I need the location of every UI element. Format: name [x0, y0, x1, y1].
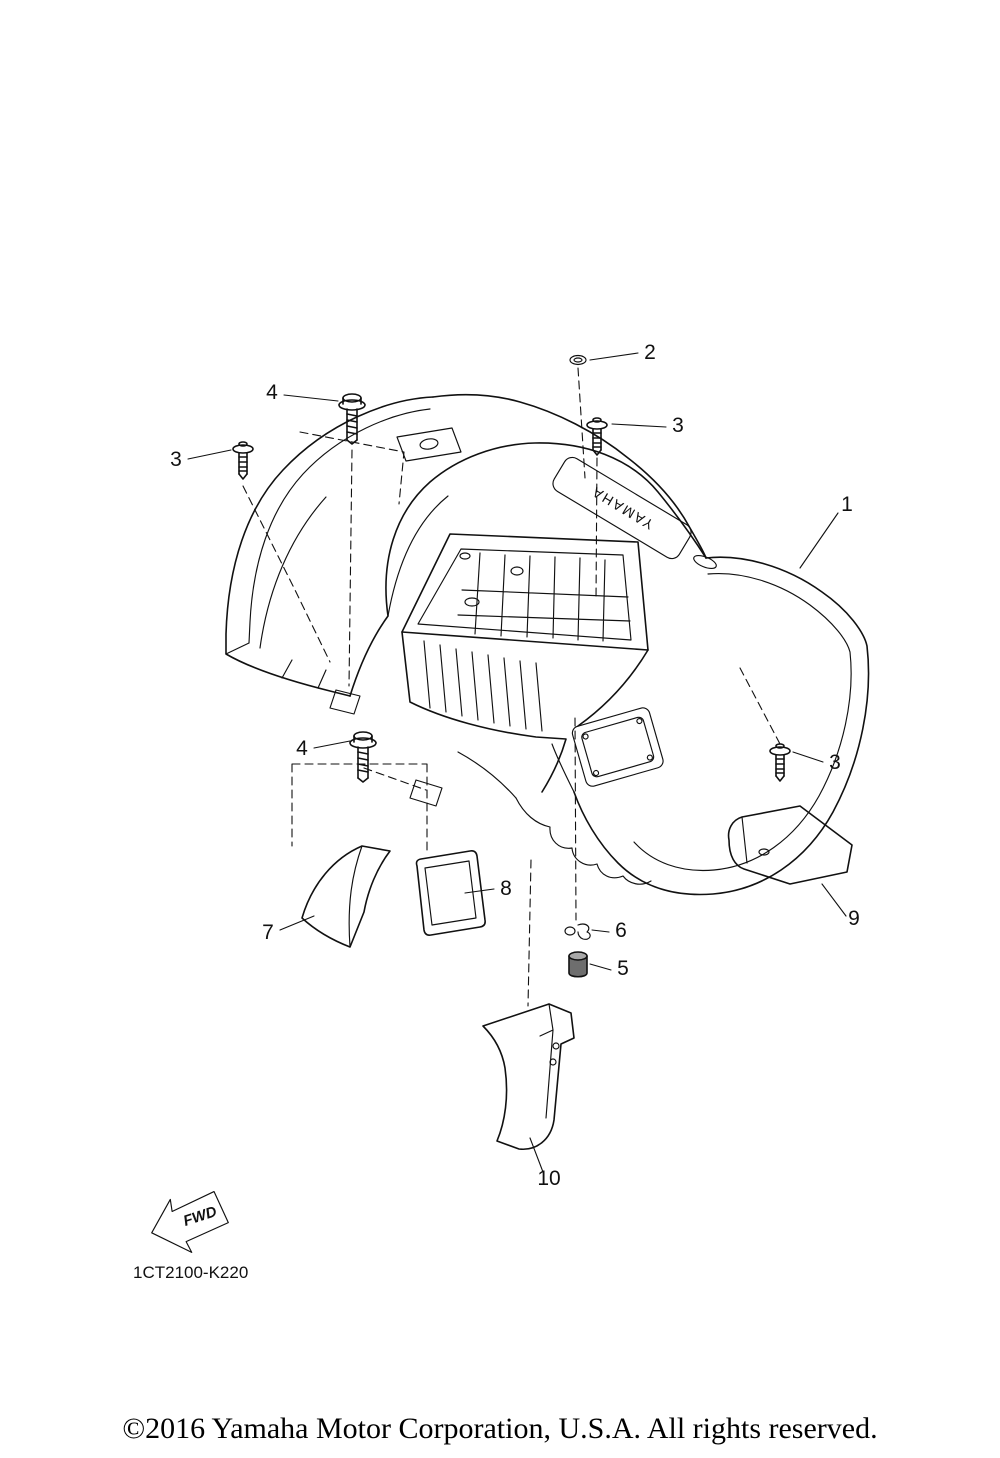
panel-item-8: [415, 850, 486, 936]
callout-numbers: 2 4 3 3 1 4 3 8 7 6 5 9 10: [170, 341, 860, 1190]
callout-4-mid: 4: [296, 737, 308, 760]
clip-item-6: [564, 923, 591, 940]
center-bowl-inner-contour: [387, 495, 449, 617]
tray-hole-a: [464, 597, 480, 607]
tray-front-face: [401, 631, 649, 793]
fwd-arrow-icon: [151, 1190, 229, 1253]
callout-7: 7: [262, 921, 274, 944]
yamaha-logo-text: YAMAHA: [588, 483, 656, 533]
tray-hole-b: [510, 566, 524, 576]
mount-tab-left: [329, 689, 361, 715]
callout-3-top: 3: [672, 414, 684, 437]
callout-9: 9: [848, 907, 860, 930]
callout-3-left: 3: [170, 448, 182, 471]
left-wing-hole: [419, 438, 439, 450]
tray-hole-c: [459, 552, 471, 560]
callout-10: 10: [537, 1167, 560, 1190]
mud-flap-item-9: [727, 805, 853, 885]
right-wing-hole: [693, 554, 717, 570]
center-bowl-rim: [349, 442, 707, 697]
left-wing-inner-edge: [248, 408, 431, 644]
construction-lines: [242, 367, 781, 1007]
fwd-label: FWD: [181, 1203, 219, 1230]
left-wing-recess: [396, 427, 462, 462]
under-skirt-edge: [457, 743, 575, 799]
callout-3-right: 3: [829, 751, 841, 774]
yamaha-logo-band: YAMAHA: [552, 456, 692, 560]
callout-5: 5: [617, 957, 629, 980]
push-rivet-right: [769, 743, 791, 782]
right-wing-inner-edge: [633, 572, 852, 872]
copyright-notice: ©2016 Yamaha Motor Corporation, U.S.A. A…: [122, 1412, 878, 1445]
callout-6: 6: [615, 919, 627, 942]
callout-8: 8: [500, 877, 512, 900]
left-wing-bottom-steps: [225, 642, 327, 689]
mount-tab-front: [409, 779, 443, 807]
callout-4-top: 4: [266, 381, 278, 404]
callout-2: 2: [644, 341, 656, 364]
tray-rib-lines: [457, 552, 631, 642]
rear-deck-top-edge: [432, 393, 707, 559]
washer-item-2: [569, 354, 587, 366]
right-wing-access-panel: [571, 707, 664, 787]
tray-inner-rim: [417, 548, 632, 641]
storage-tray: [401, 533, 649, 793]
callout-1: 1: [841, 493, 853, 516]
callout-leader-lines: [187, 352, 847, 1173]
left-wing-outer-edge: [225, 396, 434, 697]
rear-fender-body: YAMAHA: [225, 393, 870, 896]
left-wing-arch-line: [259, 496, 327, 649]
grommet-item-5: [568, 951, 588, 978]
fwd-indicator: FWD: [151, 1190, 229, 1253]
flange-bolt-mid: [349, 731, 377, 783]
push-rivet-left: [232, 441, 254, 480]
right-wing-outer-edge: [573, 556, 870, 896]
tray-front-ribs: [423, 640, 543, 732]
under-skirt-scallops: [515, 797, 652, 885]
side-guard-item-7: [301, 845, 391, 948]
tray-outer-rim: [401, 533, 649, 651]
heat-shield-item-10: [482, 1003, 575, 1150]
drawing-part-code: 1CT2100-K220: [133, 1263, 248, 1282]
